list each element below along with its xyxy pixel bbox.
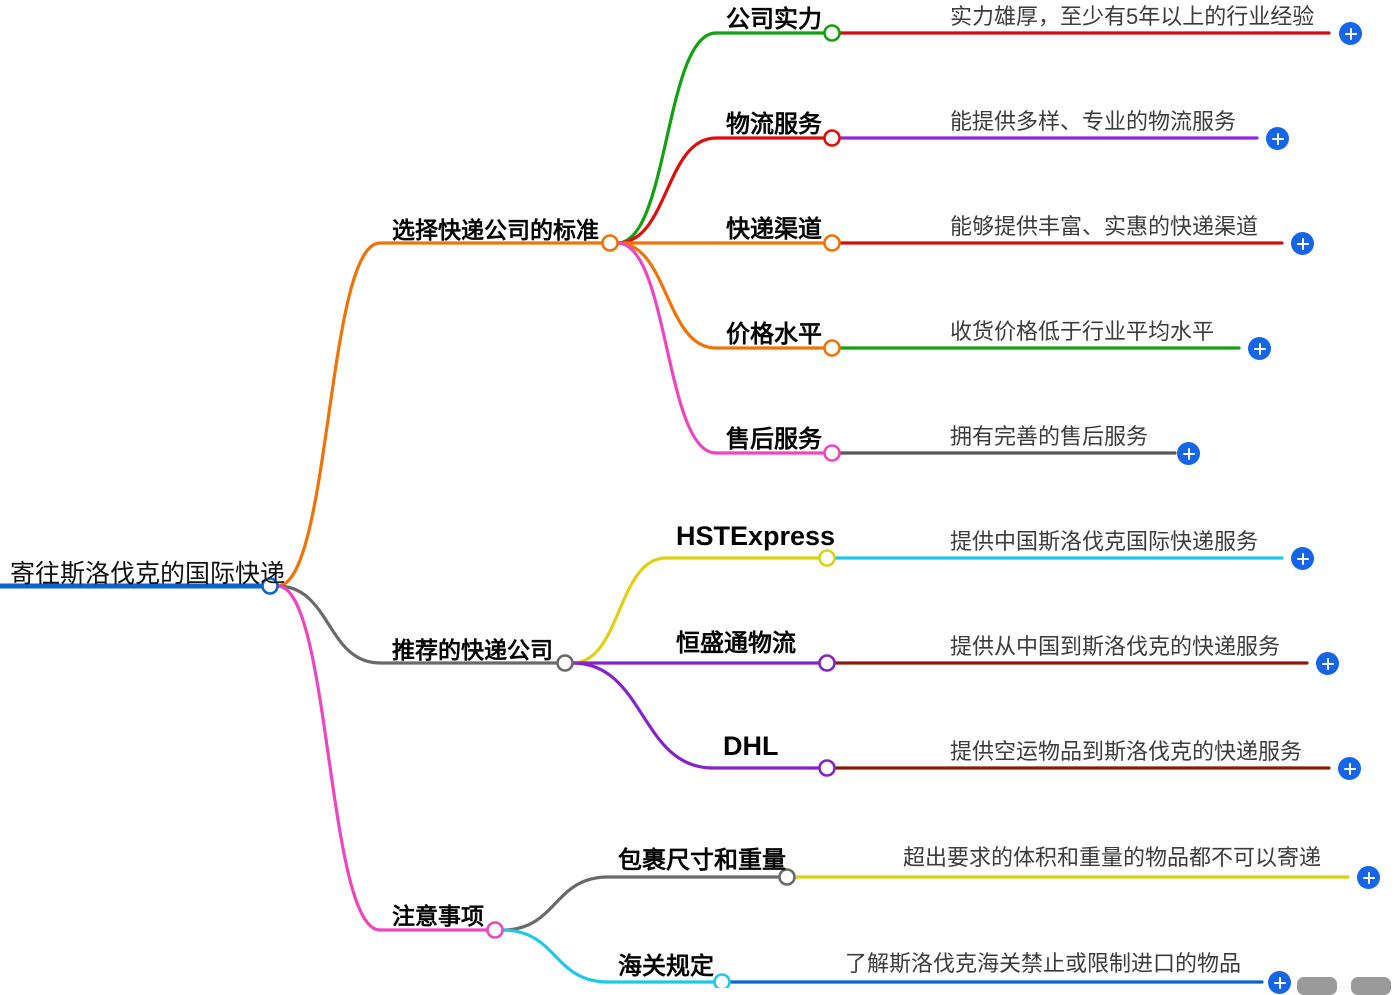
toolbar-pill-left[interactable]	[1297, 977, 1337, 995]
topic-node-1-1[interactable]	[818, 654, 836, 672]
expand-button-1-2[interactable]	[1338, 757, 1361, 780]
branch-label-0[interactable]: 选择快递公司的标准	[392, 217, 599, 243]
expand-button-1-0[interactable]	[1291, 547, 1314, 570]
branch-node-1[interactable]	[556, 654, 574, 672]
leaf-label-2-0: 超出要求的体积和重量的物品都不可以寄递	[903, 845, 1322, 870]
topic-edge-0-1	[615, 136, 718, 245]
topic-node-1-2[interactable]	[818, 759, 836, 777]
leaf-label-1-2: 提供空运物品到斯洛伐克的快递服务	[950, 739, 1303, 764]
topic-edge-1-0	[570, 556, 668, 665]
leaf-label-1-1: 提供从中国到斯洛伐克的快递服务	[950, 634, 1281, 659]
branch-node-0[interactable]	[601, 234, 619, 252]
topic-edge-2-1	[500, 928, 610, 984]
topic-edge-1-2	[570, 661, 715, 770]
leaf-label-0-1: 能提供多样、专业的物流服务	[950, 109, 1237, 134]
branch-edge-1	[275, 584, 382, 665]
topic-label-0-1[interactable]: 物流服务	[726, 111, 822, 138]
topic-node-0-0[interactable]	[823, 24, 841, 42]
expand-button-0-1[interactable]	[1266, 127, 1289, 150]
branch-label-1[interactable]: 推荐的快递公司	[392, 637, 553, 663]
topic-label-1-0[interactable]: HSTExpress	[676, 521, 836, 551]
topic-label-0-4[interactable]: 售后服务	[726, 426, 822, 453]
leaf-label-0-0: 实力雄厚，至少有5年以上的行业经验	[950, 4, 1315, 29]
expand-button-2-1[interactable]	[1268, 971, 1291, 994]
leaf-label-0-4: 拥有完善的售后服务	[950, 424, 1149, 449]
topic-label-1-1[interactable]: 恒盛通物流	[676, 630, 796, 657]
leaf-label-0-3: 收货价格低于行业平均水平	[950, 319, 1215, 344]
topic-node-2-1[interactable]	[713, 973, 731, 989]
expand-button-2-0[interactable]	[1357, 866, 1380, 889]
topic-label-1-2[interactable]: DHL	[723, 731, 779, 761]
branch-node-2[interactable]	[486, 921, 504, 939]
root-node-label[interactable]: 寄往斯洛伐克的国际快递	[10, 560, 286, 588]
topic-node-0-1[interactable]	[823, 129, 841, 147]
leaf-label-0-2: 能够提供丰富、实惠的快递渠道	[950, 214, 1259, 239]
topic-label-0-2[interactable]: 快递渠道	[726, 216, 822, 243]
expand-button-0-0[interactable]	[1339, 22, 1362, 45]
topic-label-0-0[interactable]: 公司实力	[726, 6, 822, 33]
toolbar-pill-right[interactable]	[1351, 977, 1391, 995]
topic-label-0-3[interactable]: 价格水平	[726, 321, 822, 348]
expand-button-0-4[interactable]	[1177, 442, 1200, 465]
branch-edge-0	[275, 241, 382, 588]
topic-node-0-3[interactable]	[823, 339, 841, 357]
topic-node-0-2[interactable]	[823, 234, 841, 252]
topic-label-2-0[interactable]: 包裹尺寸和重量	[618, 847, 786, 874]
topic-edge-0-3	[615, 241, 718, 350]
expand-button-0-3[interactable]	[1248, 337, 1271, 360]
expand-button-0-2[interactable]	[1291, 232, 1314, 255]
topic-edge-0-4	[615, 241, 718, 455]
branch-edge-2	[275, 584, 382, 932]
topic-edge-2-0	[500, 875, 610, 932]
expand-button-1-1[interactable]	[1316, 652, 1339, 675]
topic-label-2-1[interactable]: 海关规定	[618, 953, 714, 980]
branch-label-2[interactable]: 注意事项	[392, 903, 484, 929]
leaf-label-2-1: 了解斯洛伐克海关禁止或限制进口的物品	[845, 951, 1242, 976]
topic-node-0-4[interactable]	[823, 444, 841, 462]
topic-edge-0-0	[615, 31, 718, 245]
topic-node-1-0[interactable]	[818, 549, 836, 567]
leaf-label-1-0: 提供中国斯洛伐克国际快递服务	[950, 529, 1259, 554]
